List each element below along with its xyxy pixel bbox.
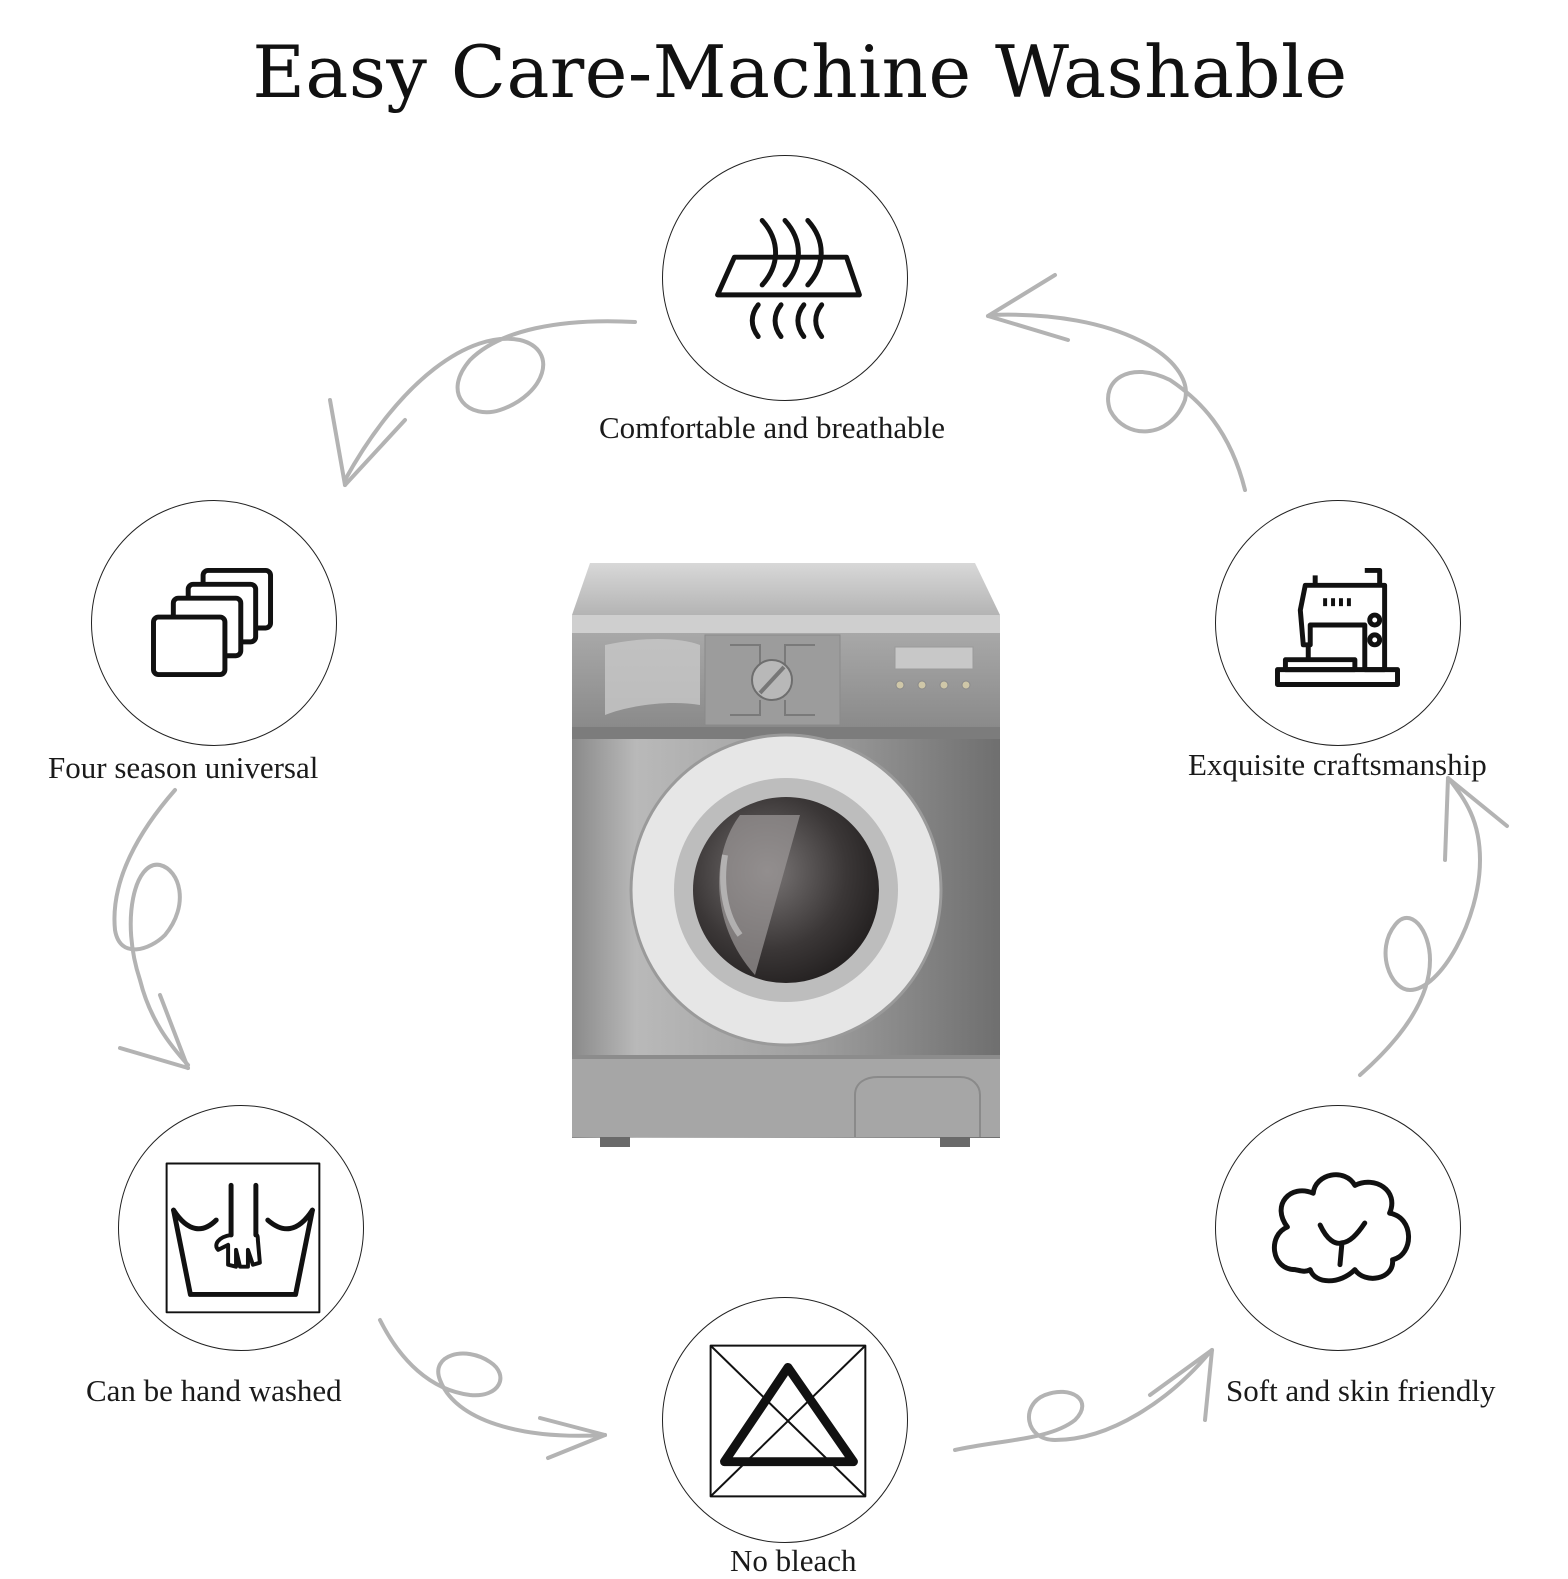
feature-label-soft: Soft and skin friendly xyxy=(1226,1373,1496,1408)
feature-circle-four-season xyxy=(91,500,337,746)
feature-circle-hand-wash xyxy=(118,1105,364,1351)
feature-label-hand-wash: Can be hand washed xyxy=(86,1373,342,1408)
feature-circle-no-bleach xyxy=(662,1297,908,1543)
page-title: Easy Care-Machine Washable xyxy=(252,30,1348,114)
feature-label-breathable: Comfortable and breathable xyxy=(599,410,946,445)
feature-circle-craftsmanship xyxy=(1215,500,1461,746)
feature-circle-breathable xyxy=(662,155,908,401)
feature-label-four-season: Four season universal xyxy=(48,750,319,785)
feature-label-craftsmanship: Exquisite craftsmanship xyxy=(1188,747,1487,782)
washing-machine-image xyxy=(572,563,1000,1147)
hand-wash-icon xyxy=(165,1162,321,1314)
feature-label-no-bleach: No bleach xyxy=(730,1543,857,1578)
no-bleach-icon xyxy=(709,1344,867,1498)
breathable-fabric-icon xyxy=(715,217,862,339)
sewing-machine-icon xyxy=(1275,567,1400,687)
feature-circle-soft xyxy=(1215,1105,1461,1351)
cotton-icon xyxy=(1272,1172,1412,1284)
layers-icon xyxy=(151,567,274,678)
